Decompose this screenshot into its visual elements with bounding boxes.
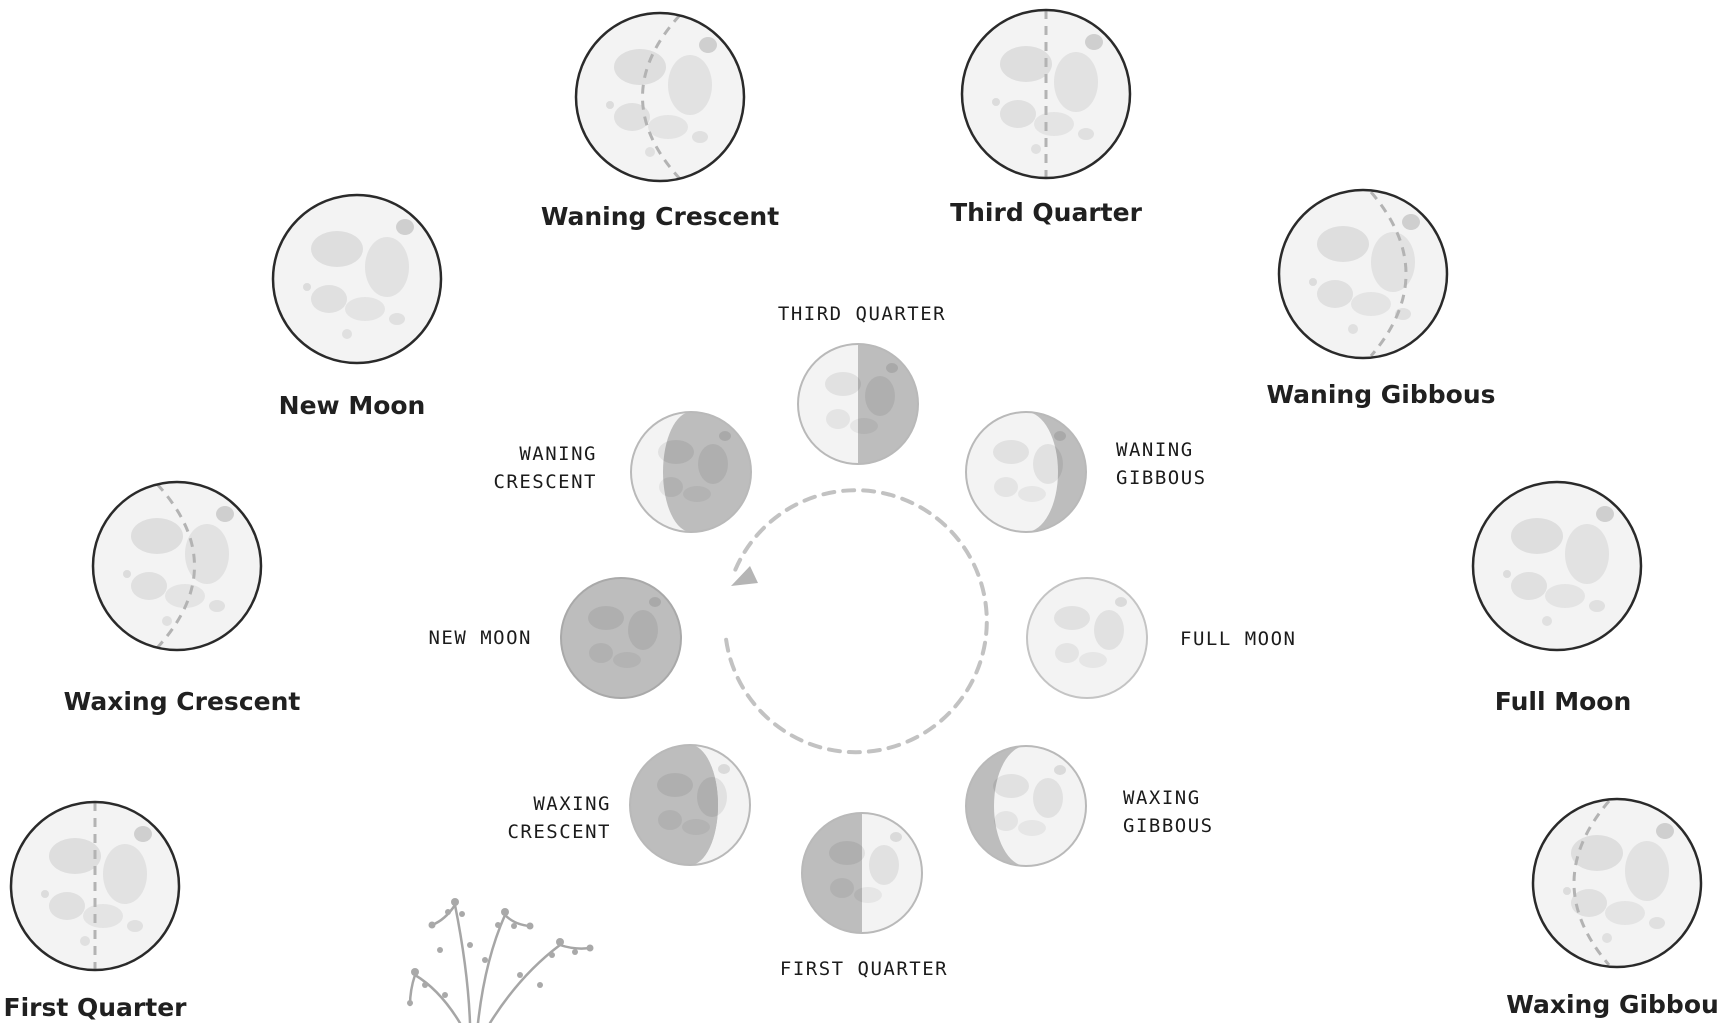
outer-label-new-moon: New Moon xyxy=(279,391,426,420)
outer-moon-new-moon xyxy=(273,195,441,363)
inner-label-full-moon: FULL MOON xyxy=(1180,625,1296,653)
dashed-circular-arrow-icon xyxy=(726,490,987,752)
inner-label-waxing-crescent: WAXING CRESCENT xyxy=(507,790,611,846)
outer-label-waning-crescent: Waning Crescent xyxy=(541,202,779,231)
inner-label-waxing-gibbous: WAXING GIBBOUS xyxy=(1123,784,1214,840)
outer-label-waxing-gibbous: Waxing Gibbous xyxy=(1506,990,1717,1019)
outer-moon-waxing-gibbous xyxy=(1533,799,1701,967)
inner-moon-first-quarter xyxy=(802,813,922,933)
inner-moon-new-moon xyxy=(561,578,681,698)
outer-label-waxing-crescent: Waxing Crescent xyxy=(64,687,301,716)
inner-moon-waning-crescent xyxy=(631,412,751,532)
outer-label-waning-gibbous: Waning Gibbous xyxy=(1266,380,1495,409)
outer-moon-third-quarter xyxy=(962,10,1130,178)
inner-moon-full-moon xyxy=(1027,578,1147,698)
inner-label-new-moon: NEW MOON xyxy=(428,624,532,652)
plant-icon xyxy=(407,898,594,1023)
outer-moon-waning-gibbous xyxy=(1279,190,1447,358)
outer-moon-waxing-crescent xyxy=(93,482,261,650)
inner-moon-waxing-crescent xyxy=(630,745,750,865)
outer-moon-first-quarter xyxy=(11,802,179,970)
inner-label-first-quarter: FIRST QUARTER xyxy=(780,955,948,983)
outer-label-first-quarter: First Quarter xyxy=(4,993,187,1022)
outer-label-full-moon: Full Moon xyxy=(1495,687,1632,716)
outer-moon-waning-crescent xyxy=(576,13,744,181)
inner-moon-third-quarter xyxy=(798,344,918,464)
inner-label-third-quarter: THIRD QUARTER xyxy=(778,300,946,328)
inner-label-waning-gibbous: WANING GIBBOUS xyxy=(1116,436,1207,492)
inner-moon-waxing-gibbous xyxy=(966,746,1086,866)
outer-label-third-quarter: Third Quarter xyxy=(950,198,1142,227)
inner-label-waning-crescent: WANING CRESCENT xyxy=(493,440,597,496)
outer-moon-full-moon xyxy=(1473,482,1641,650)
inner-moon-waning-gibbous xyxy=(966,412,1086,532)
